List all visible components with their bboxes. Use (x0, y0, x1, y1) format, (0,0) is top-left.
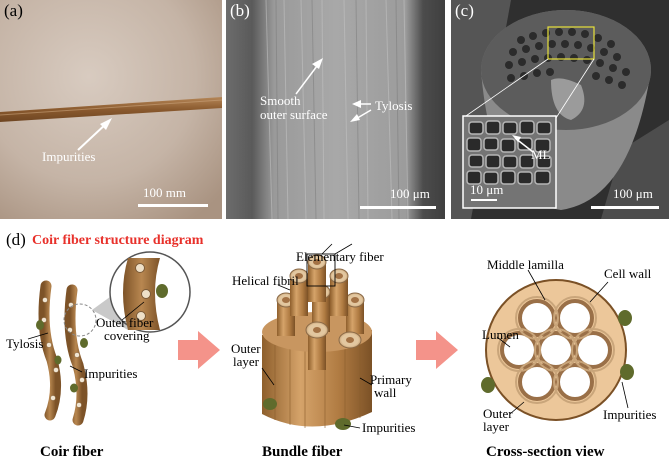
label-impurities-mid: Impurities (362, 420, 415, 435)
scale-bar-label: 100 μm (390, 187, 430, 201)
panel-c-label: (c) (455, 2, 474, 20)
coir-fiber-photo (0, 0, 222, 219)
panel-b-sem: (b) Smooth outer surface Tylosis 100 μm (226, 0, 445, 219)
label-primary-wall-2: wall (374, 385, 397, 400)
right-arrow-icon (178, 331, 220, 369)
scale-bar (138, 204, 208, 207)
right-arrow-icon (416, 331, 458, 369)
label-lumen: Lumen (482, 327, 519, 342)
inset-scale-bar (471, 199, 497, 201)
panel-d-structure-diagram: (d) Coir fiber structure diagram Tylosis… (0, 226, 669, 461)
panel-d-label: (d) (6, 230, 26, 249)
label-outer-fiber-covering-2: covering (104, 328, 150, 343)
smooth-annotation-line2: outer surface (260, 108, 328, 122)
panel-a-photo: (a) Impurities 100 mm (0, 0, 222, 219)
label-middle-lamilla: Middle lamilla (487, 257, 564, 272)
scale-bar-label: 100 μm (613, 187, 653, 201)
bundle-fiber-illustration (262, 244, 372, 430)
impurities-annotation: Impurities (42, 150, 95, 164)
cross-section-illustration (481, 270, 634, 420)
panel-a-label: (a) (4, 2, 23, 20)
label-tylosis: Tylosis (6, 336, 43, 351)
label-cell-wall: Cell wall (604, 266, 652, 281)
label-elementary-fiber: Elementary fiber (296, 249, 384, 264)
scale-bar-label: 100 mm (143, 186, 186, 200)
label-impurities-right: Impurities (603, 407, 656, 422)
inset-scale-bar-label: 10 μm (470, 183, 503, 197)
smooth-annotation-line1: Smooth (260, 94, 300, 108)
label-impurities-left: Impurities (84, 366, 137, 381)
caption-bundle-fiber: Bundle fiber (262, 444, 343, 460)
scale-bar (591, 206, 659, 209)
label-helical-fibril: Helical fibril (232, 273, 299, 288)
diagram-title: Coir fiber structure diagram (32, 233, 204, 248)
panel-b-label: (b) (230, 2, 250, 20)
label-outer-layer-right-2: layer (483, 419, 510, 434)
panel-c-sem: (c) ML 10 μm 100 μm (451, 0, 669, 219)
caption-cross-section-view: Cross-section view (486, 444, 605, 460)
tylosis-annotation: Tylosis (375, 99, 412, 113)
ml-annotation: ML (531, 148, 551, 162)
scale-bar (360, 206, 436, 209)
caption-coir-fiber: Coir fiber (40, 444, 104, 460)
label-outer-layer-mid-2: layer (233, 354, 260, 369)
